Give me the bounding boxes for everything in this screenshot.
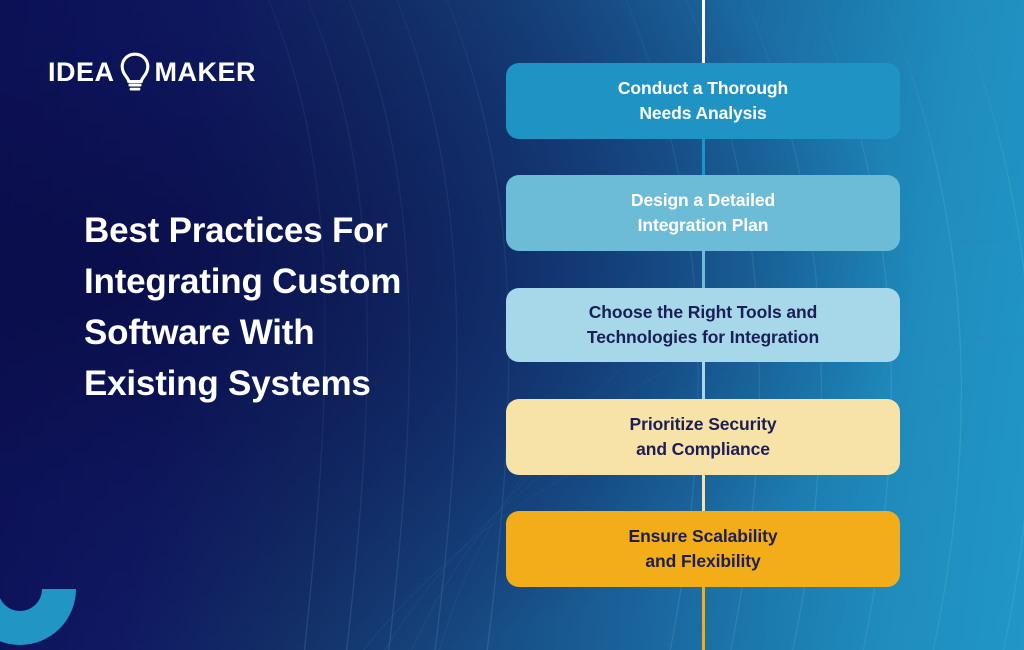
connector-segment-bottom xyxy=(702,587,705,650)
step-card-5[interactable]: Ensure Scalability and Flexibility xyxy=(506,511,900,587)
step-card-4-line-2: and Compliance xyxy=(636,439,770,459)
logo-text-idea: IDEA xyxy=(48,56,115,87)
step-card-2[interactable]: Design a Detailed Integration Plan xyxy=(506,175,900,251)
step-card-5-line-1: Ensure Scalability xyxy=(628,526,778,547)
step-card-3[interactable]: Choose the Right Tools and Technologies … xyxy=(506,288,900,362)
step-card-3-line-2: Technologies for Integration xyxy=(586,327,820,347)
page-title-line-1: Best Practices For xyxy=(84,211,388,250)
lightbulb-icon xyxy=(120,52,149,91)
step-card-2-line-2: Integration Plan xyxy=(637,215,769,235)
connector-segment-2 xyxy=(702,251,705,288)
connector-segment-3 xyxy=(702,362,705,399)
connector-segment-1 xyxy=(702,139,705,175)
page-title-line-4: Existing Systems xyxy=(84,364,371,404)
step-card-3-line-1: Choose the Right Tools and xyxy=(588,302,818,323)
page-title-line-2: Integrating Custom xyxy=(84,262,402,302)
brand-logo: IDEA MAKER xyxy=(48,52,256,92)
step-card-3-text: Choose the Right Tools and Technologies … xyxy=(587,300,819,350)
step-card-1[interactable]: Conduct a Thorough Needs Analysis xyxy=(506,63,900,139)
step-card-5-text: Ensure Scalability and Flexibility xyxy=(629,524,778,574)
page-title: Best Practices For Integrating Custom So… xyxy=(84,205,484,409)
logo-text-maker: MAKER xyxy=(154,56,257,87)
step-card-2-text: Design a Detailed Integration Plan xyxy=(631,188,775,238)
step-card-4-text: Prioritize Security and Compliance xyxy=(630,412,777,462)
page-title-line-3: Software With xyxy=(84,313,315,353)
connector-segment-top xyxy=(702,0,705,63)
step-card-4-line-1: Prioritize Security xyxy=(629,414,777,435)
step-card-1-line-1: Conduct a Thorough xyxy=(617,78,789,99)
step-card-4[interactable]: Prioritize Security and Compliance xyxy=(506,399,900,475)
step-card-2-line-1: Design a Detailed xyxy=(630,190,776,211)
vertical-connector-line xyxy=(702,0,705,650)
steps-flow: Conduct a Thorough Needs Analysis Design… xyxy=(506,0,900,650)
step-card-1-line-2: Needs Analysis xyxy=(639,103,767,123)
step-card-1-text: Conduct a Thorough Needs Analysis xyxy=(618,76,788,126)
step-card-5-line-2: and Flexibility xyxy=(645,551,761,571)
connector-segment-4 xyxy=(702,475,705,511)
arc-decoration-icon xyxy=(0,589,76,645)
